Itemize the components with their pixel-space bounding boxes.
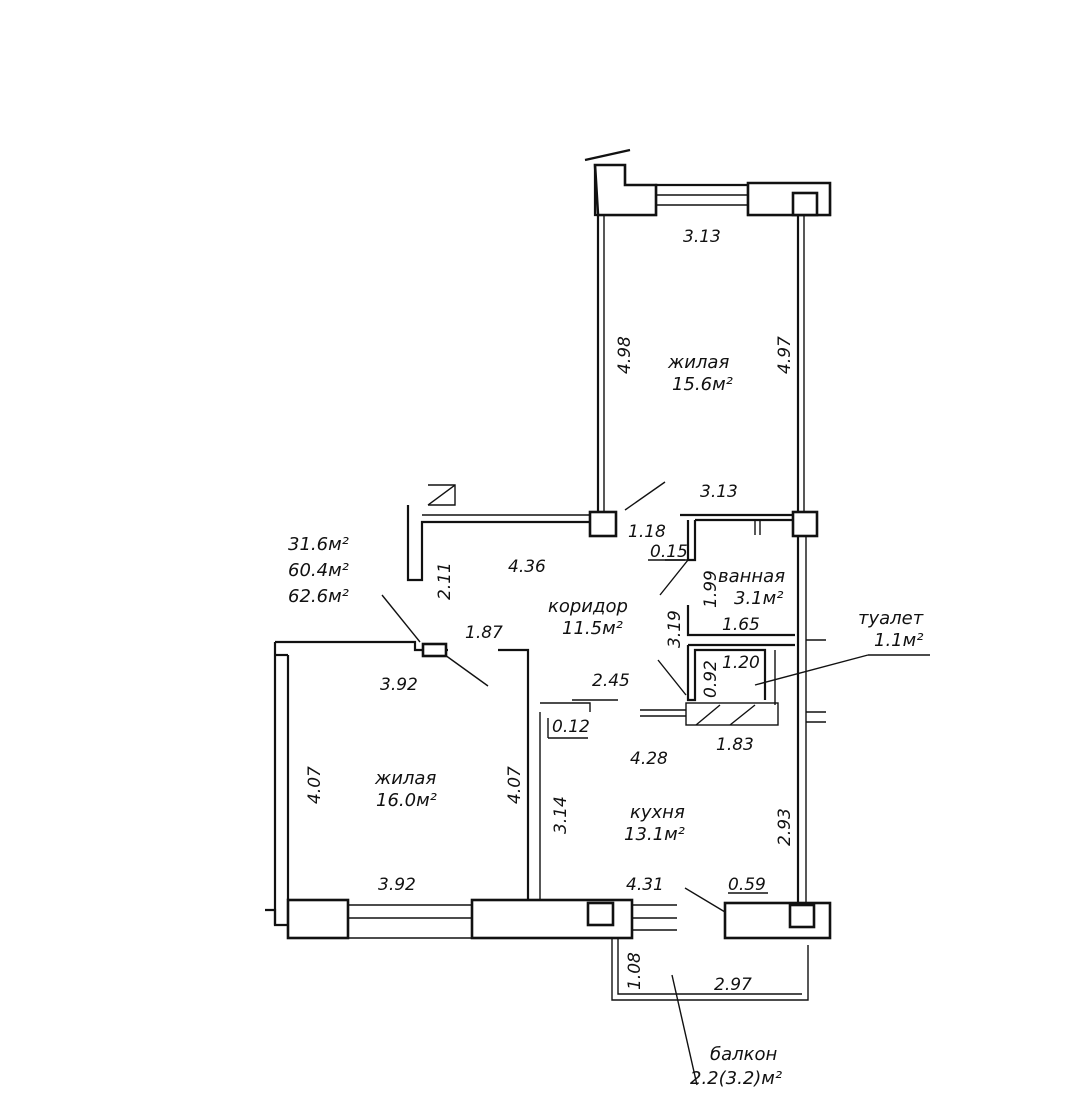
dim-balcony-1-08: 1.08 xyxy=(625,952,645,990)
total-area: 60.4м² xyxy=(288,560,349,581)
dim-top-room-width-bottom: 3.13 xyxy=(700,482,738,502)
total-living-area: 31.6м² xyxy=(288,534,349,555)
walls xyxy=(265,148,930,1086)
dim-toilet-1-83: 1.83 xyxy=(716,735,754,755)
dim-toilet-0-92: 0.92 xyxy=(701,660,721,698)
room-name-balcony: балкон xyxy=(710,1044,778,1065)
dim-balcony-2-97: 2.97 xyxy=(714,975,752,995)
dim-bath-1-99: 1.99 xyxy=(701,570,721,608)
dim-corridor-1-18: 1.18 xyxy=(628,522,666,542)
dim-corridor-4-36: 4.36 xyxy=(508,557,546,577)
room-area-bathroom: 3.1м² xyxy=(734,588,783,609)
dim-bath-1-65: 1.65 xyxy=(722,615,760,635)
dim-kitchen-0-59: 0.59 xyxy=(728,875,766,895)
total-area-with-balcony: 62.6м² xyxy=(288,586,349,607)
room-area-living-left: 16.0м² xyxy=(376,790,437,811)
dim-corridor-2-11: 2.11 xyxy=(435,562,455,600)
room-name-living-top: жилая xyxy=(667,352,729,373)
room-area-kitchen: 13.1м² xyxy=(624,824,685,845)
room-area-living-top: 15.6м² xyxy=(672,374,733,395)
room-name-toilet: туалет xyxy=(858,608,924,629)
room-area-toilet: 1.1м² xyxy=(874,630,923,651)
room-area-balcony: 2.2(3.2)м² xyxy=(690,1068,782,1089)
room-name-kitchen: кухня xyxy=(630,802,685,823)
dim-kitchen-4-28: 4.28 xyxy=(630,749,668,769)
room-area-corridor: 11.5м² xyxy=(562,618,623,639)
dim-kitchen-4-31: 4.31 xyxy=(626,875,664,895)
dim-corridor-3-19: 3.19 xyxy=(665,610,685,648)
dim-top-room-height-right: 4.97 xyxy=(775,336,795,374)
dim-corridor-0-15: 0.15 xyxy=(650,542,688,562)
dim-left-room-height-right: 4.07 xyxy=(505,766,525,804)
dim-corridor-2-45: 2.45 xyxy=(592,671,630,691)
room-name-corridor: коридор xyxy=(548,596,628,617)
dim-corridor-0-12: 0.12 xyxy=(552,717,590,737)
room-name-living-left: жилая xyxy=(374,768,436,789)
dim-left-room-width-top: 3.92 xyxy=(380,675,418,695)
dim-top-room-height-left: 4.98 xyxy=(615,336,635,374)
dim-kitchen-3-14: 3.14 xyxy=(551,796,571,834)
dim-toilet-1-20: 1.20 xyxy=(722,653,760,673)
dim-corridor-1-87: 1.87 xyxy=(465,623,503,643)
dim-kitchen-2-93: 2.93 xyxy=(775,808,795,846)
dim-left-room-height-left: 4.07 xyxy=(305,766,325,804)
room-name-bathroom: ванная xyxy=(718,566,785,587)
dim-left-room-width-bottom: 3.92 xyxy=(378,875,416,895)
dim-top-room-width-top: 3.13 xyxy=(683,227,721,247)
